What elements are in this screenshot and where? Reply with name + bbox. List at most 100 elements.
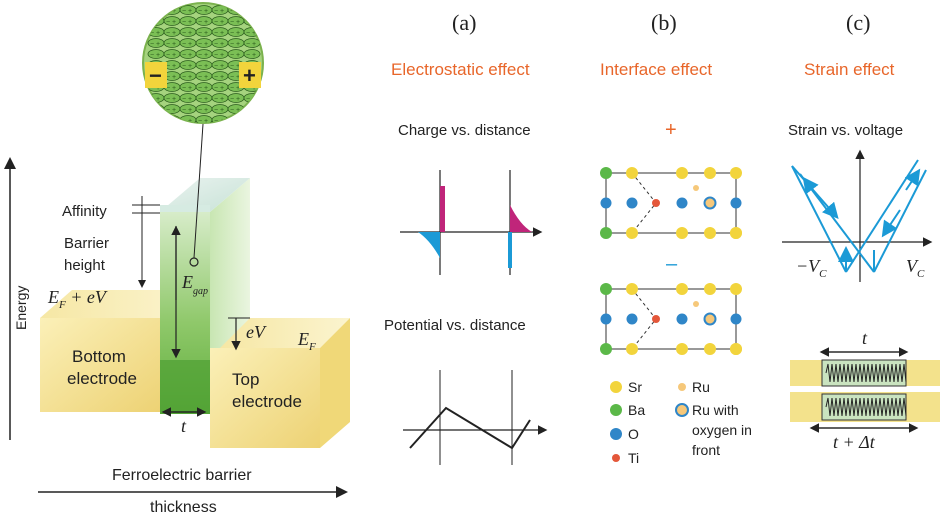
minus-sign: − xyxy=(149,63,162,88)
dipole xyxy=(243,49,261,59)
egap-label: Egap xyxy=(181,272,208,297)
dipole-sign: − + xyxy=(246,30,256,37)
dipole-sign: − + xyxy=(150,118,160,125)
dipole-sign: − + xyxy=(246,118,256,125)
t-top-label: t xyxy=(862,328,868,348)
o-atom xyxy=(600,197,612,209)
dipole-sign: − + xyxy=(198,85,208,92)
legend-ti-label: Ti xyxy=(628,450,639,466)
top-electrode-label-2: electrode xyxy=(232,392,302,411)
o-atom xyxy=(730,313,742,325)
magnified-domain-circle: − +− +− +− +− +− +− +− +− +− +− +− +− +−… xyxy=(142,2,264,125)
dipole-sign: − + xyxy=(198,30,208,37)
dipole-sign: − + xyxy=(246,41,256,48)
dipole-sign: − + xyxy=(230,118,240,125)
thickness-axis-label-1: Ferroelectric barrier xyxy=(112,467,252,484)
spring-coil-bottom xyxy=(825,397,907,417)
top-electrode-top-face xyxy=(220,318,350,348)
dipole-sign: − + xyxy=(182,30,192,37)
top-electrode-front xyxy=(210,348,320,448)
legend-ru-oxygen-extra1: oxygen in xyxy=(692,422,752,438)
dipole xyxy=(163,115,181,123)
top-electrode-label-1: Top xyxy=(232,370,259,389)
spring-coil-top xyxy=(825,363,907,383)
ru-atom xyxy=(693,185,699,191)
dipole-sign: − + xyxy=(214,107,224,114)
butterfly-loop xyxy=(791,159,927,273)
barrier-lower-band xyxy=(160,360,210,414)
panel-b-letter: (b) xyxy=(651,10,677,35)
legend-ru-oxygen-label: Ru with xyxy=(692,402,739,418)
ru-oxygen-atom xyxy=(703,196,717,210)
dipole-sign: − + xyxy=(214,19,224,26)
dipole-sign: − + xyxy=(246,8,256,15)
dipole-sign: − + xyxy=(166,96,176,103)
charge-left-positive xyxy=(440,186,445,232)
dipole-sign: − + xyxy=(182,8,192,15)
o-atom xyxy=(676,197,688,209)
dipole-sign: − + xyxy=(198,96,208,103)
dipole-sign: − + xyxy=(182,118,192,125)
dipole-sign: − + xyxy=(230,41,240,48)
dipole-sign: − + xyxy=(150,30,160,37)
dipole-sign: − + xyxy=(150,41,160,48)
legend-o-label: O xyxy=(628,426,639,442)
panel-a-letter: (a) xyxy=(452,10,476,35)
dipole-sign: − + xyxy=(182,52,192,59)
dipole-sign: − + xyxy=(230,19,240,26)
sr-atom xyxy=(626,167,638,179)
panel-b: (b) Interface effect + – Sr Ba O Ti Ru R… xyxy=(600,10,752,466)
legend-ba-swatch xyxy=(610,404,622,416)
dipole-sign: − + xyxy=(182,41,192,48)
dipole-sign: − + xyxy=(246,52,256,59)
sr-atom xyxy=(730,167,742,179)
dipole-sign: − + xyxy=(214,30,224,37)
dipole-sign: − + xyxy=(166,41,176,48)
sr-atom xyxy=(704,227,716,239)
legend-ru-label: Ru xyxy=(692,379,710,395)
ru-atom xyxy=(693,301,699,307)
ba-atom xyxy=(600,227,612,239)
legend-ru-swatch xyxy=(678,383,686,391)
dipole xyxy=(243,115,261,123)
dipole-sign: − + xyxy=(214,74,224,81)
dipole-sign: − + xyxy=(198,74,208,81)
dipole-sign: − + xyxy=(166,52,176,59)
panel-a-sub2: Potential vs. distance xyxy=(384,317,526,334)
dipole-sign: − + xyxy=(198,19,208,26)
bottom-electrode-label-2: electrode xyxy=(67,369,137,388)
panel-c-sub1: Strain vs. voltage xyxy=(788,122,903,139)
ti-atom xyxy=(652,315,660,323)
pointer-line xyxy=(193,123,204,259)
panel-b-minus: – xyxy=(666,253,678,275)
vc-label: VC xyxy=(906,256,925,280)
panel-a-title: Electrostatic effect xyxy=(391,60,530,79)
barrier-top-front xyxy=(160,205,210,212)
t-bottom-label: t + Δt xyxy=(833,432,876,452)
dipole-sign: − + xyxy=(246,85,256,92)
dipole-sign: − + xyxy=(214,118,224,125)
legend-o-swatch xyxy=(610,428,622,440)
ru-oxygen-atom xyxy=(703,312,717,326)
o-atom xyxy=(626,197,638,209)
sr-atom xyxy=(626,283,638,295)
legend-ba-label: Ba xyxy=(628,402,645,418)
o-atom xyxy=(626,313,638,325)
panel-b-plus: + xyxy=(665,119,677,141)
minus-box xyxy=(145,62,167,88)
dipole-sign: − + xyxy=(230,85,240,92)
dipole-sign: − + xyxy=(214,8,224,15)
dipole-sign: − + xyxy=(150,85,160,92)
ev-label: eV xyxy=(246,322,267,342)
ba-atom xyxy=(600,167,612,179)
ti-atom xyxy=(652,199,660,207)
sr-atom xyxy=(730,343,742,355)
ef-plus-ev-label: EF + eV xyxy=(47,287,108,311)
dipole-sign: − + xyxy=(198,107,208,114)
panel-c-title: Strain effect xyxy=(804,60,895,79)
dipole-sign: − + xyxy=(230,63,240,70)
panel-c: (c) Strain effect Strain vs. voltage −VC… xyxy=(782,10,940,452)
dipole-sign: − + xyxy=(198,118,208,125)
dipole-sign: − + xyxy=(230,30,240,37)
panel-c-letter: (c) xyxy=(846,10,870,35)
